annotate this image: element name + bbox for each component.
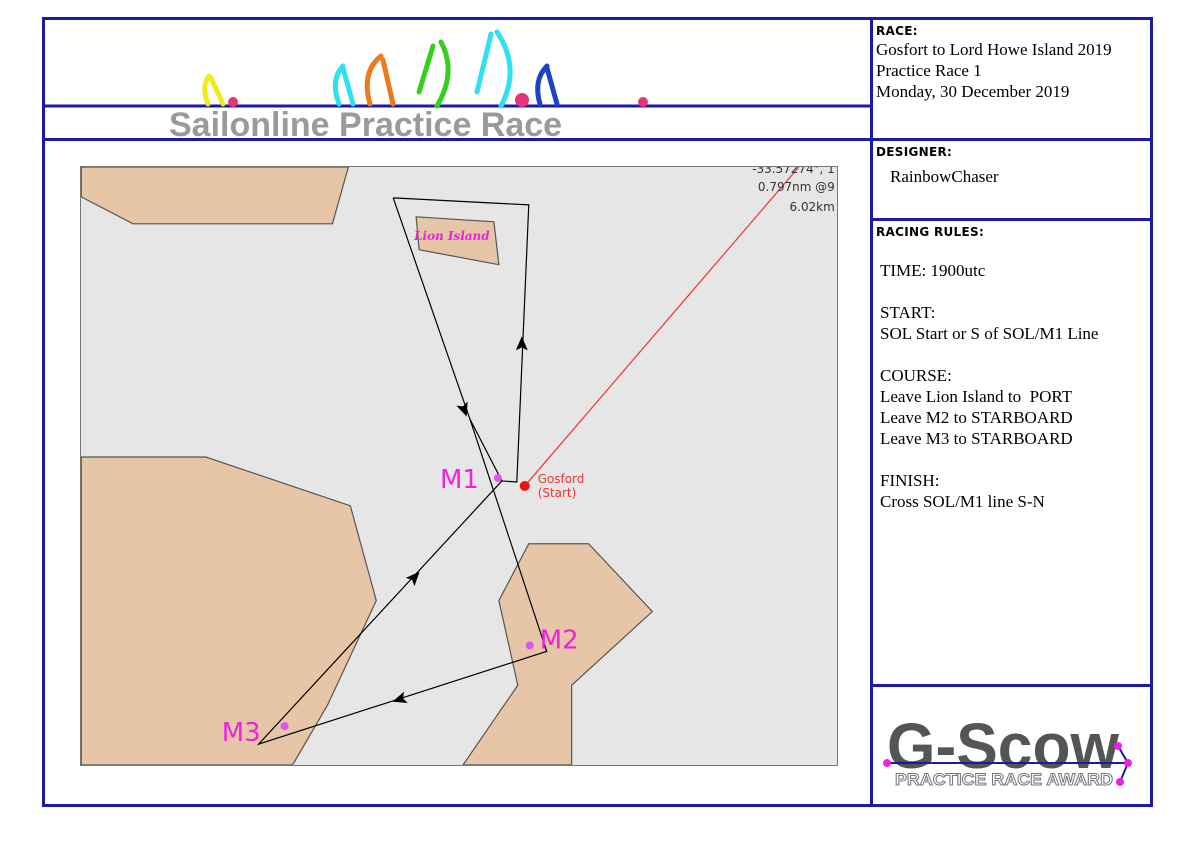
green-sail-icon <box>416 39 451 109</box>
route-leg-lion-island <box>392 197 530 483</box>
route-arrows <box>392 336 528 704</box>
banner-divider <box>42 138 873 141</box>
start-label: (Start) <box>538 486 577 500</box>
award-dot <box>1114 742 1122 750</box>
designer-name: RainbowChaser <box>890 167 999 186</box>
rules-time: TIME: 1900utc <box>880 261 986 280</box>
land-areas <box>81 167 654 765</box>
start-marker <box>519 480 530 491</box>
cyan-tall-sail-icon <box>474 29 513 109</box>
race-date: Monday, 30 December 2019 <box>876 82 1070 101</box>
race-name: Gosfort to Lord Howe Island 2019 <box>876 40 1112 59</box>
distance-readout: 0.797nm @9 <box>758 180 835 194</box>
banner-dot <box>515 93 529 107</box>
rules-start-text: SOL Start or S of SOL/M1 Line <box>880 324 1099 343</box>
m3-marker <box>280 722 289 731</box>
banner-dot <box>638 97 648 107</box>
land-north-west <box>81 167 349 225</box>
orange-sail-icon <box>364 53 396 107</box>
race-label: RACE: <box>876 24 918 38</box>
rules-finish-text: Cross SOL/M1 line S-N <box>880 492 1045 511</box>
course-map: Lion Island -33.57274°, 1 0.797nm @9 6.0… <box>80 166 838 766</box>
column-divider <box>870 17 873 807</box>
race-divider <box>870 138 1153 141</box>
rules-label: RACING RULES: <box>876 225 985 239</box>
arrow-north-east-icon <box>405 571 420 587</box>
lion-island <box>415 216 500 266</box>
land-south-east <box>462 543 654 765</box>
land-south-west <box>81 456 377 765</box>
m1-marker <box>493 473 502 482</box>
rules-course-line: Leave M3 to STARBOARD <box>880 429 1073 448</box>
rules-course-heading: COURSE: <box>880 366 952 385</box>
race-subtitle: Practice Race 1 <box>876 61 982 80</box>
award-subtitle: PRACTICE RACE AWARD <box>895 770 1113 789</box>
rules-divider <box>870 684 1153 687</box>
blue-sail-icon <box>535 63 560 107</box>
start-label: Gosford <box>538 472 585 486</box>
designer-divider <box>870 218 1153 221</box>
start-bearing-line <box>524 167 800 487</box>
coordinate-readout: -33.57274°, 1 <box>752 166 835 176</box>
page-frame <box>42 17 1153 807</box>
banner-title: Sailonline Practice Race <box>169 106 562 138</box>
m3-label: M3 <box>222 718 261 748</box>
rules-start-heading: START: <box>880 303 936 322</box>
g-scow-award-logo: G-Scow PRACTICE RACE AWARD <box>883 710 1132 790</box>
m2-marker <box>525 641 534 650</box>
arrow-north-icon <box>515 336 528 351</box>
rules-course-line: Leave Lion Island to PORT <box>880 387 1073 406</box>
cyan-sail-icon <box>332 63 356 107</box>
m1-label: M1 <box>440 465 479 495</box>
arrow-west-icon <box>392 691 408 704</box>
award-dot <box>1124 759 1132 767</box>
yellow-sail-icon <box>202 73 226 107</box>
distance-readout-km: 6.02km <box>790 200 835 214</box>
arrow-south-icon <box>456 401 468 417</box>
sail-logos <box>202 29 560 109</box>
award-title: G-Scow <box>887 710 1119 782</box>
rules-course-line: Leave M2 to STARBOARD <box>880 408 1073 427</box>
lion-island-label: Lion Island <box>413 229 490 243</box>
award-dot <box>1116 778 1124 786</box>
m2-label: M2 <box>540 625 579 655</box>
rules-finish-heading: FINISH: <box>880 471 940 490</box>
sailonline-banner: Sailonline Practice Race <box>45 29 870 138</box>
banner-dot <box>228 97 238 107</box>
designer-label: DESIGNER: <box>876 145 953 159</box>
award-dot <box>883 759 891 767</box>
